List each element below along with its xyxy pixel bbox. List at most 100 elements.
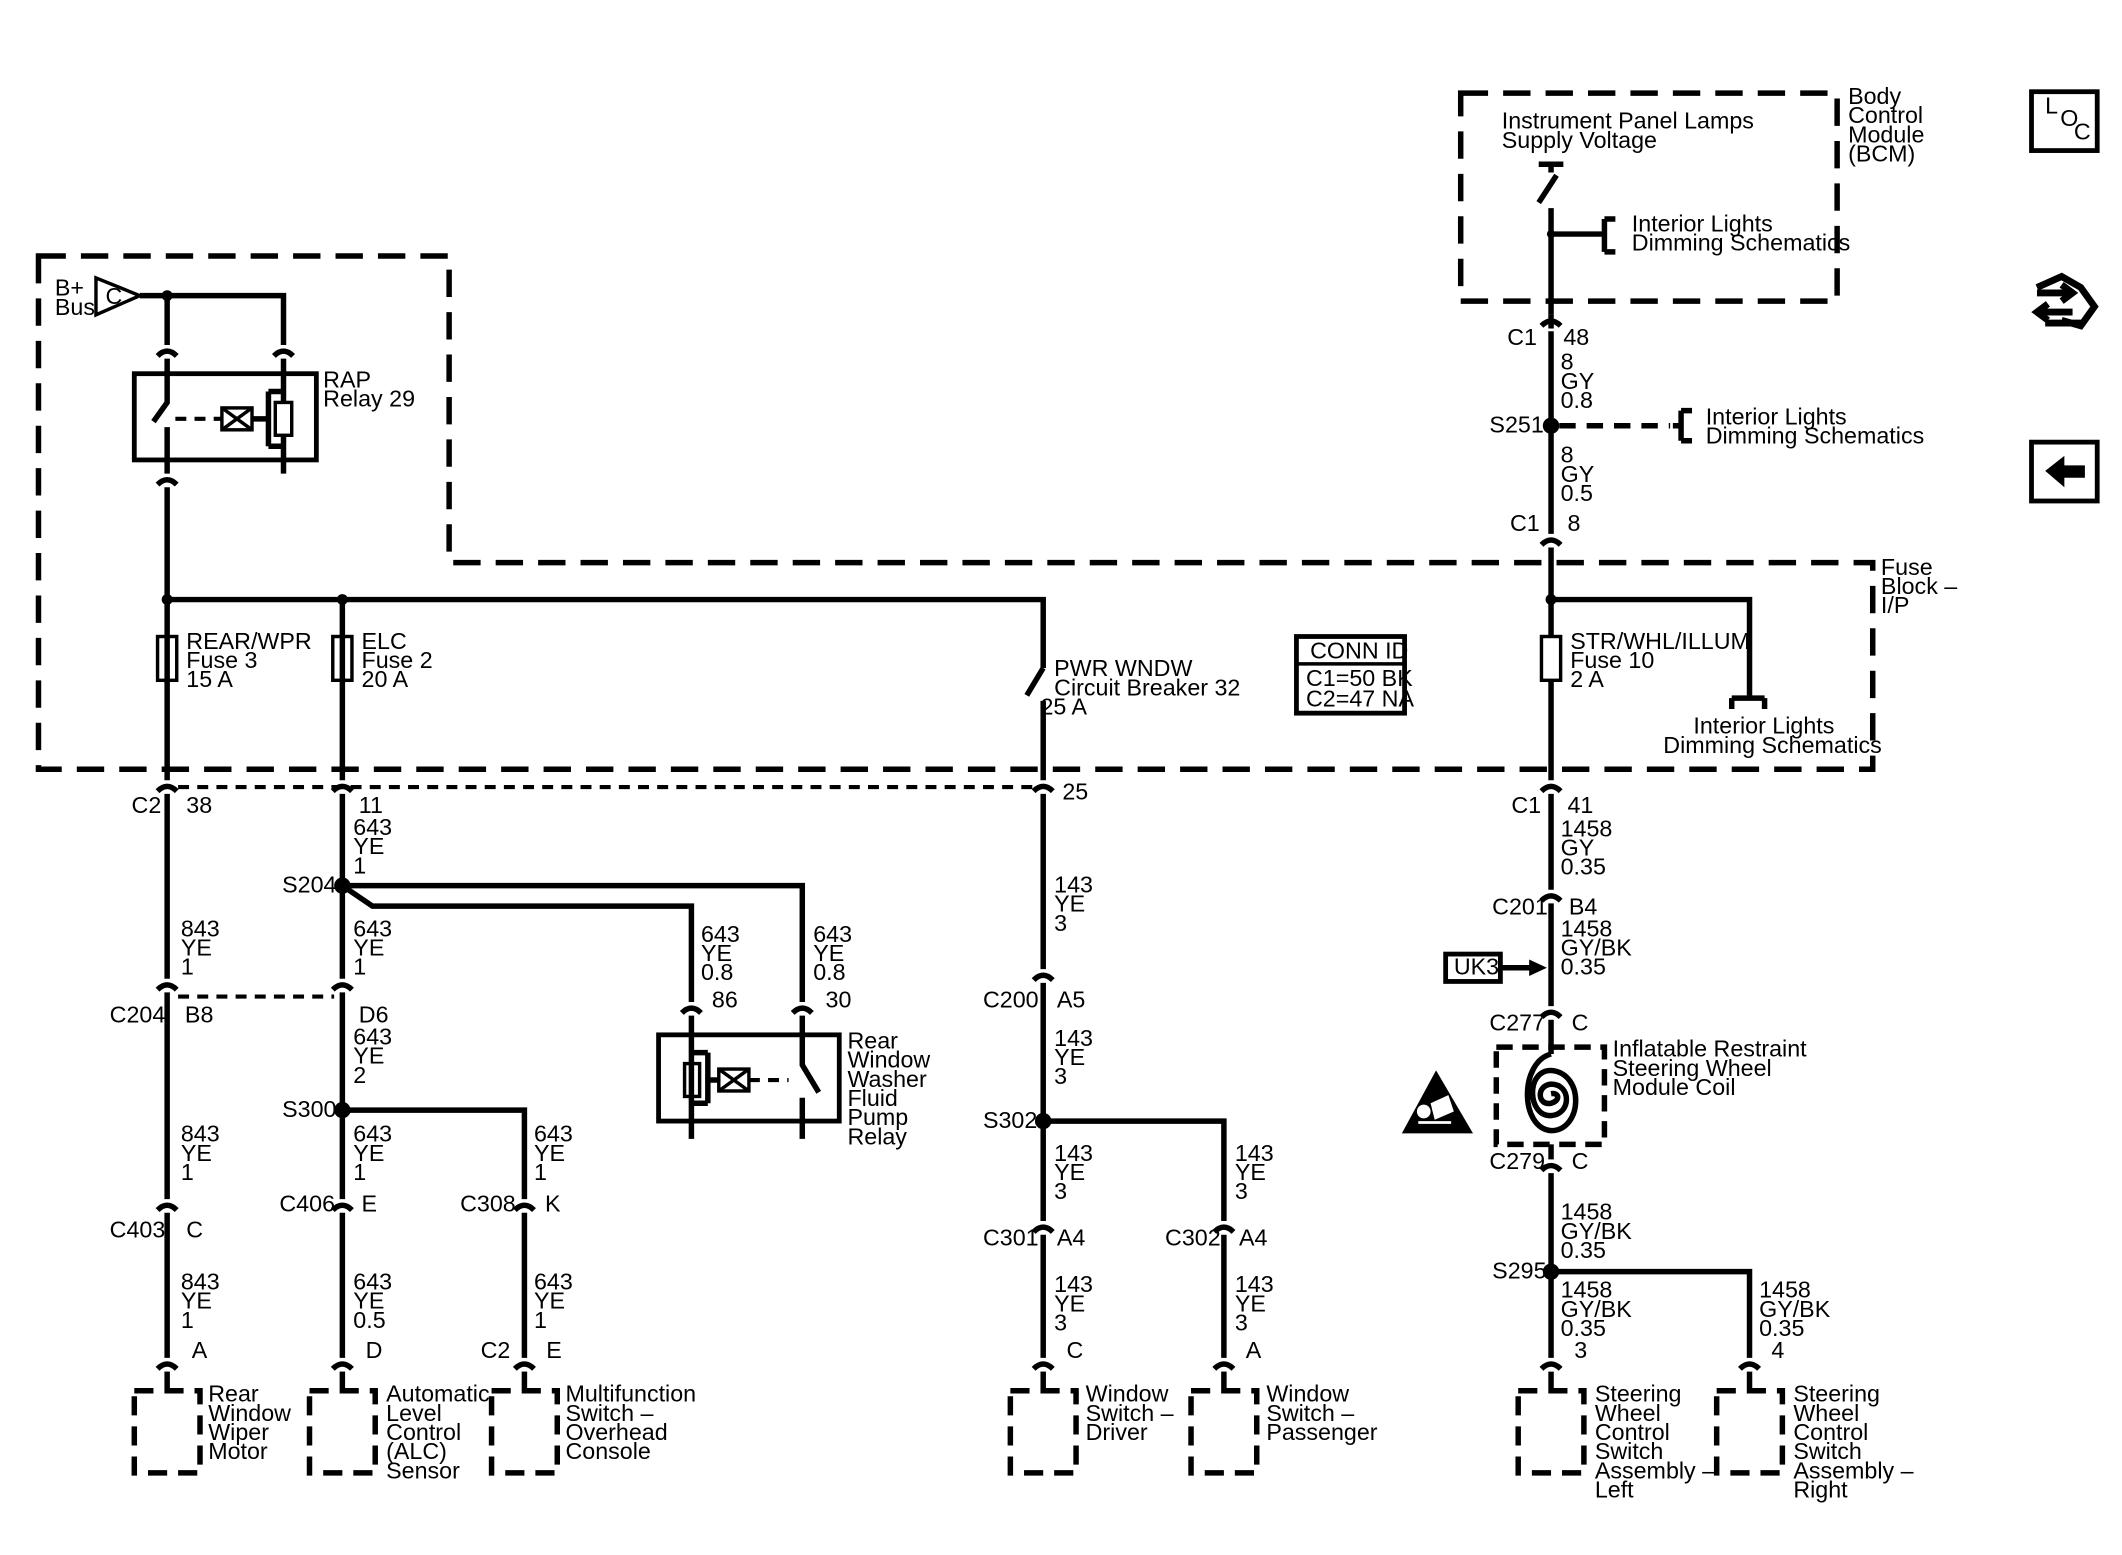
driver-switch-label-3: Driver [1086, 1419, 1148, 1445]
w86-num: 643 [701, 921, 740, 947]
elc-w5-num: 643 [353, 1268, 392, 1294]
breaker-label-2: Circuit Breaker 32 [1054, 674, 1240, 700]
body-control-module: Body Control Module (BCM) Instrument Pan… [1457, 83, 1924, 315]
s251-splice: S251 [1489, 412, 1543, 438]
pwr-w4-num: 143 [1054, 1271, 1093, 1297]
bcm-supply-label-1: Instrument Panel Lamps [1502, 108, 1754, 134]
elc-w1-num: 643 [353, 814, 392, 840]
conn-id-c1: C1=50 BK [1306, 665, 1413, 691]
c277-conn-label: C277 [1489, 1010, 1545, 1036]
alc-sensor-label-5: Sensor [386, 1457, 460, 1483]
location-view-button[interactable]: L O C [2029, 89, 2100, 153]
connector-link-icon [2031, 272, 2099, 330]
elc-w3-size: 2 [353, 1062, 366, 1088]
mfs-label-2: Switch – [565, 1400, 653, 1426]
fuse-str-label-2: Fuse 10 [1570, 647, 1654, 673]
fuse-elc-label-1: ELC [362, 628, 407, 654]
alc-sensor-label-1: Automatic [386, 1381, 490, 1407]
steering-wheel-illum-circuit: C1 41 1458 GY 0.35 C201 B4 1458 GY/BK 0.… [1401, 783, 1914, 1503]
c200-pin-a5: A5 [1057, 986, 1085, 1012]
elc-w4-size: 1 [353, 1159, 366, 1185]
c302-pin-a4: A4 [1239, 1225, 1268, 1251]
c279-conn-label: C279 [1489, 1148, 1545, 1174]
c1-pin8-pin: 8 [1567, 510, 1580, 536]
swc-left-label-6: Left [1595, 1477, 1634, 1503]
fuse-block-label-1: Fuse [1881, 554, 1933, 580]
pwr-w1-color: YE [1054, 891, 1085, 917]
power-window-circuit: 25 143 YE 3 C200 A5 143 YE 3 S302 143 YE… [983, 778, 1378, 1476]
back-button[interactable] [2029, 439, 2100, 504]
wire-8gy-b-color: GY [1561, 461, 1595, 487]
s295-splice: S295 [1492, 1257, 1546, 1283]
fuse-block-ip: Fuse Block – I/P B+ Bus C RAP Relay 29 [35, 253, 1957, 781]
coil-label-3: Module Coil [1613, 1074, 1736, 1100]
c1-pin48-pin: 48 [1563, 324, 1589, 350]
pass-w1-num: 143 [1235, 1140, 1274, 1166]
str-w1-size: 0.35 [1561, 854, 1606, 880]
c301-pin-a4: A4 [1057, 1225, 1086, 1251]
c302-conn-label: C302 [1165, 1225, 1221, 1251]
pass-w2-size: 3 [1235, 1310, 1248, 1336]
wire-8gy-a-num: 8 [1561, 349, 1574, 375]
rear-w2-num: 843 [181, 1121, 220, 1147]
loc-letter-o: O [2060, 105, 2078, 131]
pwr-w4-size: 3 [1054, 1310, 1067, 1336]
fuse-str-label-3: 2 A [1570, 666, 1604, 692]
rear-w2-size: 1 [181, 1159, 194, 1185]
str-w2-num: 1458 [1561, 915, 1613, 941]
c204-pin-b8: B8 [185, 1002, 213, 1028]
pwr-w4-color: YE [1054, 1290, 1085, 1316]
w86-size: 0.8 [701, 959, 733, 985]
elc-w5-size: 0.5 [353, 1307, 385, 1333]
elc-w4-color: YE [353, 1140, 384, 1166]
w30-color: YE [813, 940, 844, 966]
s300-splice: S300 [282, 1096, 336, 1122]
swc-left-label-4: Switch [1595, 1438, 1664, 1464]
rap-relay: RAP Relay 29 [131, 358, 415, 487]
c1-pin48-conn: C1 [1507, 324, 1537, 350]
pwr-w2-color: YE [1054, 1044, 1085, 1070]
wire-8gy-b-size: 0.5 [1561, 480, 1593, 506]
c2-pin38: 38 [186, 792, 212, 818]
passenger-switch-label-3: Passenger [1266, 1419, 1377, 1445]
str-pin-3: 3 [1574, 1337, 1587, 1363]
mfs-w2-num: 643 [534, 1268, 573, 1294]
fuse-dimming-label-1: Interior Lights [1693, 713, 1834, 739]
airbag-warning-icon [1401, 1070, 1474, 1134]
component-connector-view-button[interactable] [2031, 272, 2099, 330]
c2-conn-label: C2 [132, 792, 162, 818]
mfs-w1-color: YE [534, 1140, 565, 1166]
c204-pin-d6: D6 [359, 1002, 389, 1028]
mfs-w1-num: 643 [534, 1121, 573, 1147]
c277-pin-c: C [1572, 1010, 1589, 1036]
alc-sensor-label-4: (ALC) [386, 1438, 447, 1464]
swc-left-label-1: Steering [1595, 1381, 1682, 1407]
rear-w2-color: YE [181, 1140, 212, 1166]
back-arrow-icon [2045, 455, 2085, 488]
swc-right-label-1: Steering [1793, 1381, 1880, 1407]
c201-conn-label: C201 [1492, 893, 1548, 919]
str-wl-size: 0.35 [1561, 1315, 1606, 1341]
rear-wiper-motor-label-1: Rear [208, 1381, 259, 1407]
fuse-rear-label-1: REAR/WPR [186, 628, 311, 654]
c2-pin25: 25 [1062, 778, 1088, 804]
fuse-block-label-3: I/P [1881, 592, 1909, 618]
mfs-pin-e: E [546, 1337, 562, 1363]
swc-right-label-5: Assembly – [1793, 1457, 1913, 1483]
c406-conn-label: C406 [279, 1190, 335, 1216]
c2-pin11: 11 [359, 792, 383, 818]
rear-term-pin-a: A [192, 1337, 208, 1363]
w86-color: YE [701, 940, 732, 966]
rear-w1-color: YE [181, 934, 212, 960]
str-wr-size: 0.35 [1759, 1315, 1804, 1341]
bcm-label-3: Module [1848, 121, 1924, 147]
s302-splice: S302 [983, 1107, 1037, 1133]
coil-label-1: Inflatable Restraint [1613, 1036, 1808, 1062]
bcm-feed-circuit: C1 48 8 GY 0.8 S251 Interior Lights Dimm… [1489, 314, 1924, 603]
pass-term-pin-a: A [1246, 1337, 1262, 1363]
pass-w2-num: 143 [1235, 1271, 1274, 1297]
elc-circuit: 11 643 YE 1 S204 643 YE 1 D6 643 YE 2 S3… [279, 783, 806, 1483]
fuse-rear-label-2: Fuse 3 [186, 647, 257, 673]
bplus-symbol: C [106, 283, 123, 309]
alc-sensor-label-3: Control [386, 1419, 461, 1445]
